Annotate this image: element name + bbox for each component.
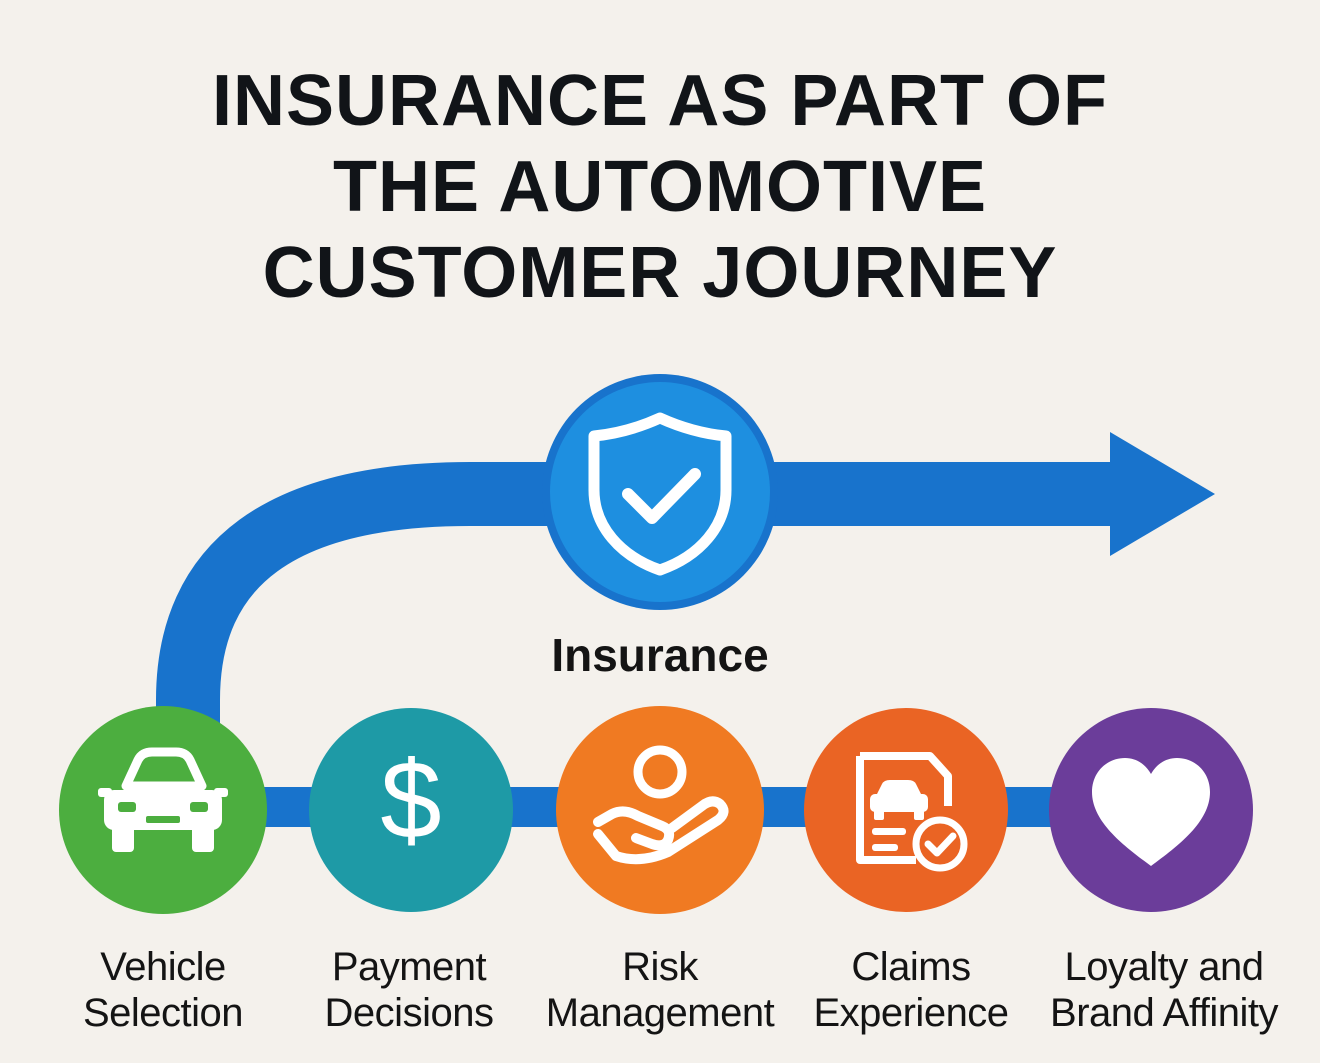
journey-arrow-path	[156, 462, 1115, 760]
insurance-label: Insurance	[551, 629, 769, 681]
step-label-line: Decisions	[324, 991, 494, 1035]
title-line-1: INSURANCE AS PART OF	[211, 61, 1109, 141]
step-label-line: Experience	[813, 991, 1009, 1035]
heart-icon	[1092, 758, 1210, 866]
step-label-line: Risk	[622, 945, 698, 989]
shield-check-icon	[588, 412, 732, 576]
step-vehicle-selection	[59, 706, 267, 914]
dollar-icon: $	[380, 739, 441, 862]
step-label-line: Brand Affinity	[1050, 991, 1278, 1035]
step-label-payment: Payment Decisions	[279, 944, 539, 1036]
car-icon	[98, 747, 228, 852]
step-claims-experience	[804, 708, 1008, 912]
step-label-line: Payment	[331, 945, 487, 989]
step-label-line: Claims	[851, 945, 971, 989]
arrow-head-icon	[1110, 432, 1215, 556]
step-risk-management	[556, 706, 764, 914]
step-label-line: Loyalty and	[1064, 945, 1264, 989]
title-line-3: CUSTOMER JOURNEY	[262, 233, 1058, 313]
step-label-claims: Claims Experience	[781, 944, 1041, 1036]
step-label-line: Management	[545, 991, 775, 1035]
step-loyalty-brand-affinity	[1049, 708, 1253, 912]
title-line-2: THE AUTOMOTIVE	[332, 147, 988, 227]
step-label-loyalty: Loyalty and Brand Affinity	[1034, 944, 1294, 1036]
step-label-line: Vehicle	[100, 945, 226, 989]
step-label-vehicle: Vehicle Selection	[33, 944, 293, 1036]
page-title: INSURANCE AS PART OF THE AUTOMOTIVE CUST…	[0, 58, 1320, 316]
hand-person-icon	[593, 745, 729, 865]
insurance-hub	[542, 374, 778, 610]
claim-document-icon	[856, 752, 968, 872]
step-payment-decisions: $	[309, 708, 513, 912]
step-label-risk: Risk Management	[530, 944, 790, 1036]
step-label-line: Selection	[82, 991, 244, 1035]
